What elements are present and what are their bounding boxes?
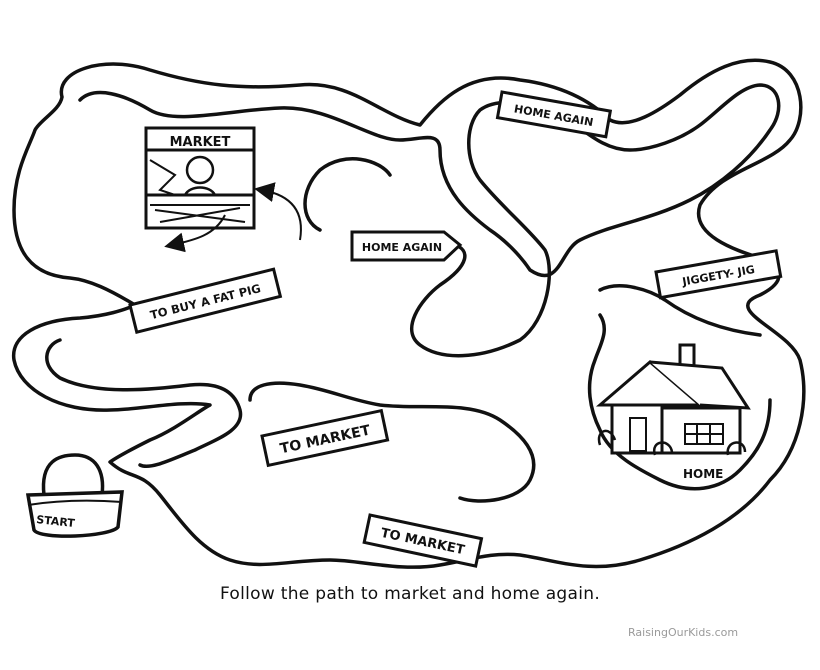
home-label: HOME [683, 467, 723, 481]
house-bushes [597, 429, 747, 456]
arrow-to-market [254, 182, 302, 241]
house-window [684, 423, 724, 445]
produce-scribble [149, 159, 177, 196]
sign-fat-pig: TO BUY A FAT PIG [128, 267, 283, 334]
house-door [629, 417, 647, 452]
start-label: START [36, 513, 76, 530]
sign-to-market-low: TO MARKET [362, 513, 484, 568]
maze-path-inner [45, 83, 781, 503]
site-credit: RaisingOurKids.com [628, 626, 739, 639]
counter-pattern [150, 204, 250, 223]
vendor-face [185, 155, 215, 185]
sign-home-again-mid-label: HOME AGAIN [362, 241, 442, 254]
start-basket: START [25, 453, 124, 538]
sign-home-again-top: HOME AGAIN [495, 90, 613, 139]
market-sign-label: MARKET [170, 135, 231, 150]
sign-jiggety-jig: JIGGETY- JIG [654, 249, 783, 300]
arrow-from-market [164, 214, 226, 253]
market-stall: MARKET [144, 126, 256, 230]
vendor-shoulders [183, 186, 217, 196]
basket-handle [41, 453, 105, 496]
basket-rim [27, 499, 123, 506]
instruction-caption: Follow the path to market and home again… [219, 584, 601, 604]
home-house: HOME [595, 343, 751, 481]
sign-to-market-mid: TO MARKET [260, 408, 390, 468]
maze-path-outer [12, 58, 806, 569]
sign-home-again-mid: HOME AGAIN [350, 230, 463, 262]
